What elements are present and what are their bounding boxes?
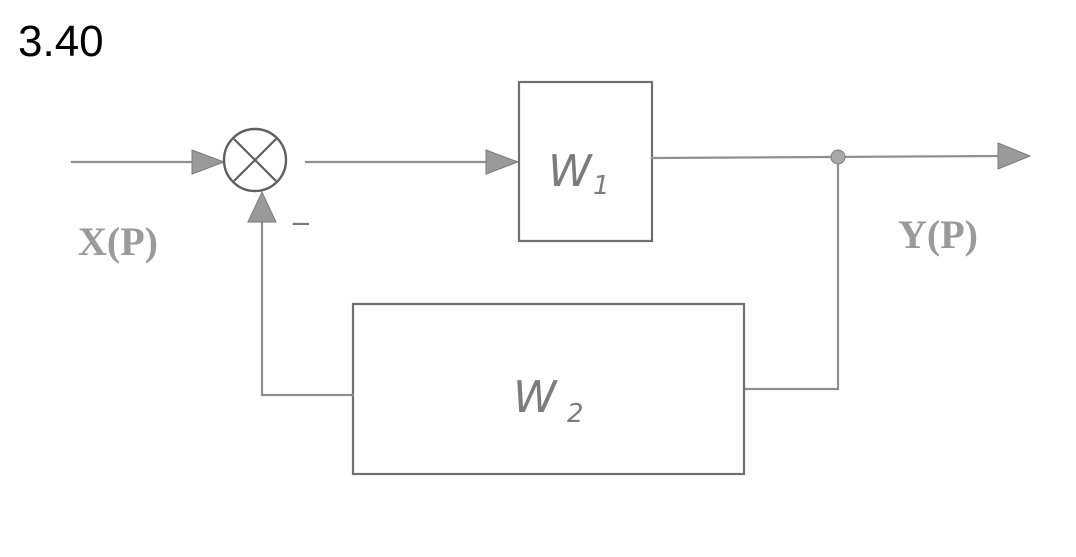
- feedback-block-letter: W: [513, 372, 558, 423]
- w1-input-arrowhead: [485, 149, 520, 175]
- forward-block-subscript: 1: [593, 171, 610, 201]
- input-label: X(P): [78, 219, 158, 264]
- problem-number: 3.40: [18, 17, 104, 66]
- forward-block-letter: W: [548, 146, 593, 197]
- input-arrowhead: [191, 149, 226, 175]
- feedback-block: [351, 302, 746, 476]
- feedback-sign: −: [290, 209, 312, 239]
- pickoff-point: [830, 149, 846, 165]
- output-wire: [650, 154, 1002, 160]
- feedback-wire-right: [742, 162, 840, 391]
- feedback-arrowhead: [247, 190, 277, 223]
- forward-block: [517, 80, 654, 243]
- output-arrowhead: [997, 142, 1032, 170]
- feedback-wire-left: [260, 220, 355, 397]
- summing-junction: [222, 127, 288, 193]
- output-label: Y(P): [898, 212, 978, 257]
- feedback-block-subscript: 2: [567, 399, 584, 429]
